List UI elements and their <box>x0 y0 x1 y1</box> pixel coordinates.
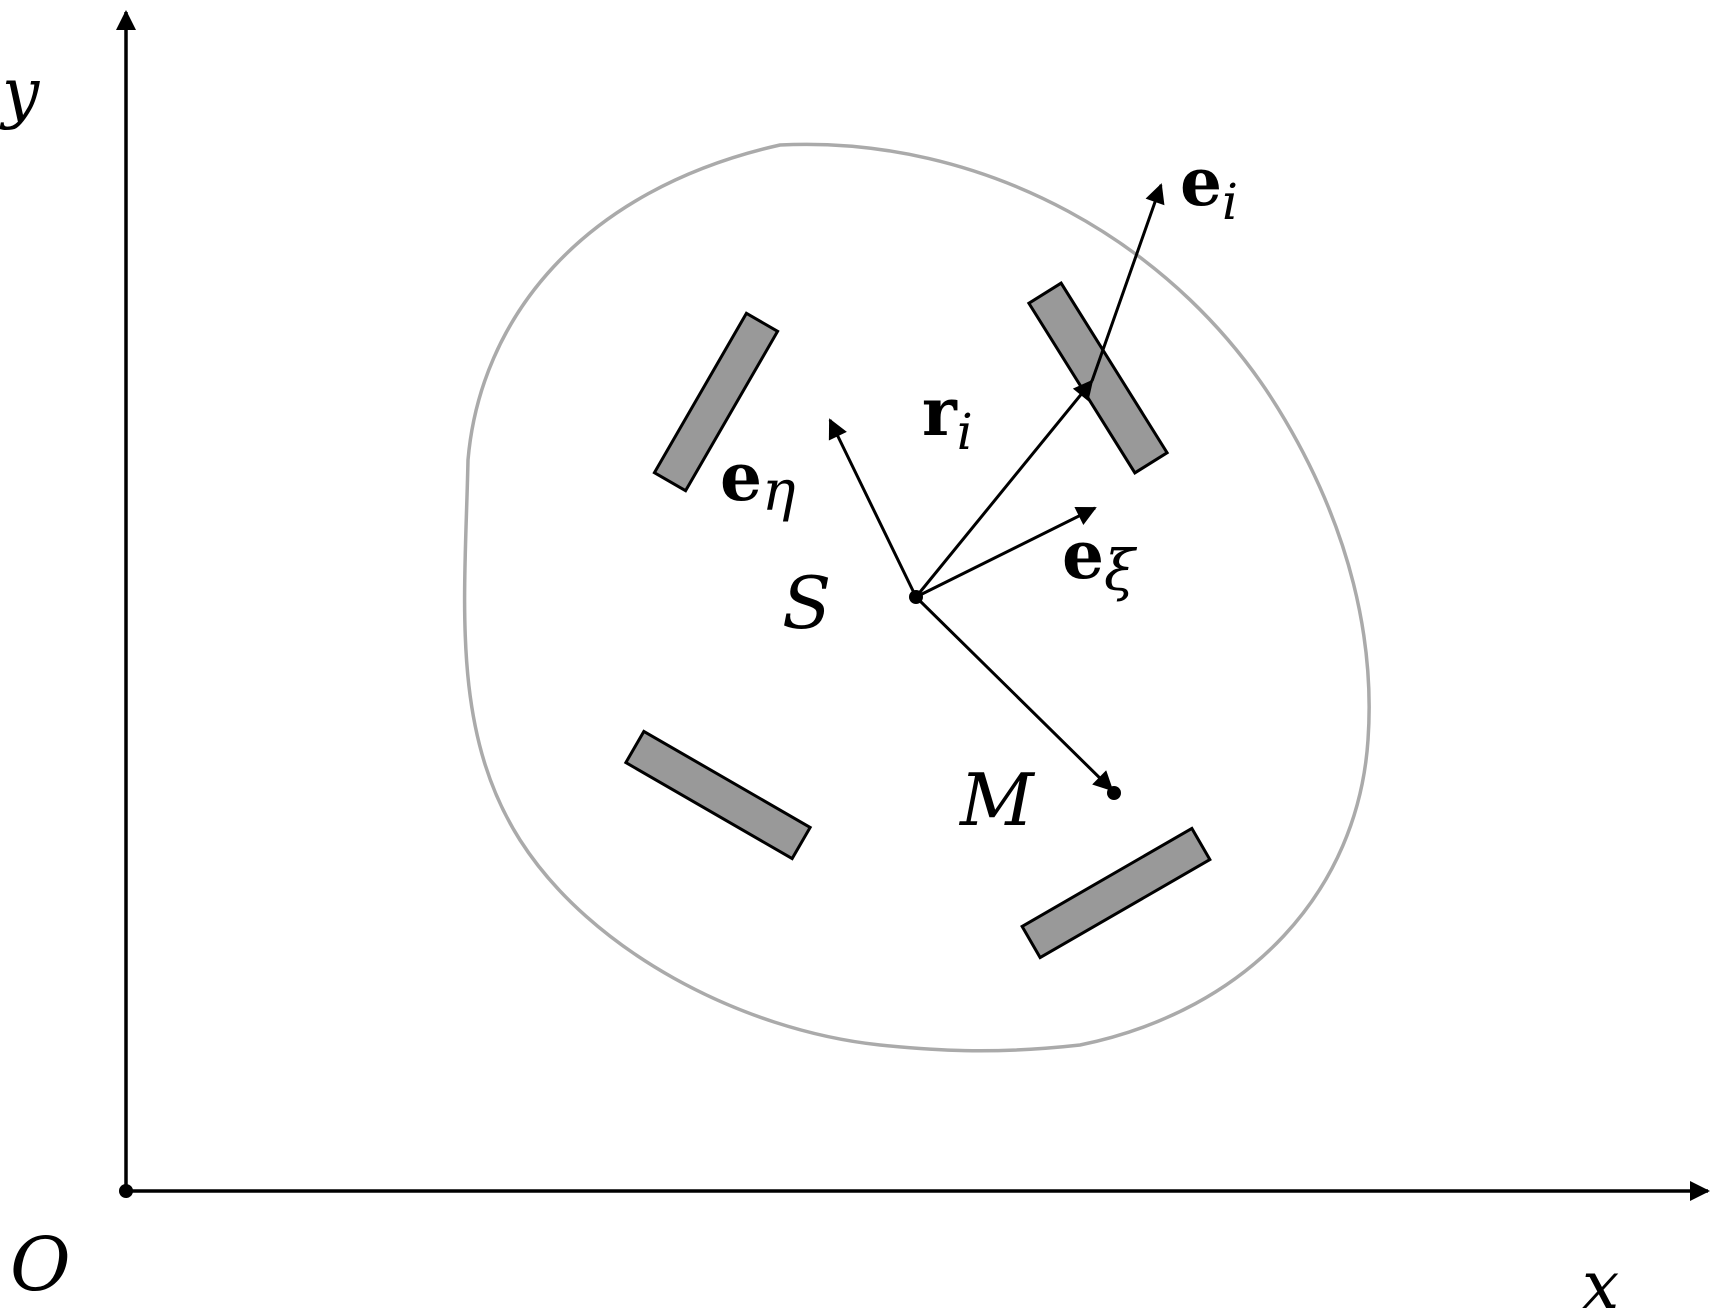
plate-upper-left <box>652 311 780 493</box>
vector-e-eta <box>828 418 918 598</box>
origin-label: O <box>10 1222 71 1308</box>
r-i-label: ri <box>922 373 973 461</box>
e-xi-base: e <box>1062 516 1104 594</box>
vector-e-xi <box>915 506 1097 599</box>
e-xi-subscript: ξ <box>1104 539 1138 604</box>
e-xi-label: eξ <box>1062 516 1138 604</box>
x-axis-label: x <box>1582 1247 1619 1312</box>
e-eta-label: eη <box>720 438 796 524</box>
origin-dot <box>119 1184 133 1198</box>
plate-lower-right <box>1020 826 1212 960</box>
point-s-dot <box>909 590 923 604</box>
point-m-label: M <box>958 758 1036 842</box>
vector-r-i <box>914 379 1094 598</box>
vector-e-i <box>1090 183 1165 382</box>
r-i-subscript: i <box>957 403 973 461</box>
e-i-subscript: i <box>1222 173 1238 231</box>
plate-upper-right <box>1026 281 1170 475</box>
plate-lower-left <box>623 729 813 861</box>
e-i-label: ei <box>1180 143 1238 231</box>
e-i-base: e <box>1180 143 1222 221</box>
vector-s-to-m <box>914 595 1114 792</box>
point-s-label: S <box>782 561 831 645</box>
point-m-dot <box>1107 786 1121 800</box>
e-eta-subscript: η <box>762 459 796 524</box>
e-eta-base: e <box>720 438 762 516</box>
y-axis-label: y <box>0 54 40 131</box>
body-outline <box>462 142 1371 1053</box>
r-i-base: r <box>922 373 958 451</box>
